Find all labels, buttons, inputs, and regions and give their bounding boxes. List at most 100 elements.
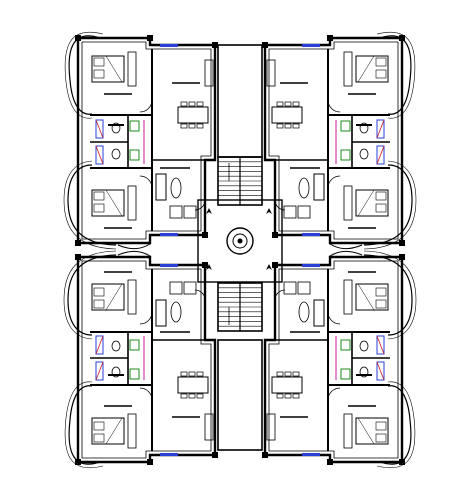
balcony-arc (329, 250, 363, 257)
kitchen-counter (204, 413, 214, 441)
dining-chair (196, 123, 204, 129)
column (262, 42, 268, 48)
column (272, 232, 278, 238)
pillow (375, 69, 387, 79)
balcony-arc (363, 250, 417, 340)
apartment-units (63, 32, 417, 468)
balcony-arc (117, 250, 151, 257)
balcony-arc (376, 32, 416, 119)
planter (206, 264, 212, 270)
column (327, 459, 333, 465)
circular-lobby-center (237, 238, 243, 244)
armchair (183, 281, 197, 295)
dining-chair (196, 101, 204, 107)
corridor (217, 44, 263, 158)
balcony-arc (329, 243, 363, 250)
unit-bottom-right (262, 250, 417, 468)
bed-sheet (105, 189, 123, 217)
column (75, 240, 81, 246)
bed (91, 417, 125, 445)
shower-mark (376, 145, 385, 165)
door-swing (139, 311, 153, 325)
pillow (375, 421, 387, 431)
bed-sheet (105, 55, 123, 83)
column (327, 35, 333, 41)
wardrobe (343, 185, 353, 221)
coffee-table (298, 177, 310, 199)
column (75, 459, 81, 465)
balcony-arc (63, 250, 117, 340)
door-swing (274, 199, 286, 211)
room-label-bar (356, 374, 372, 376)
toilet (111, 366, 121, 378)
coffee-table (170, 177, 182, 199)
circular-lobby-inner (232, 233, 248, 249)
balcony-arc (117, 243, 151, 250)
balcony-arc (363, 164, 413, 246)
bed-sheet (357, 283, 375, 311)
shower-mark (95, 119, 104, 139)
dining-table (271, 106, 303, 124)
armchair (169, 205, 183, 219)
wardrobe (127, 279, 137, 315)
bed-sheet (357, 189, 375, 217)
balcony-arc (363, 254, 413, 336)
door-swing (139, 387, 153, 401)
room-label-bar (356, 124, 372, 126)
washbasin (129, 149, 140, 161)
washbasin (340, 339, 351, 351)
bathtub (95, 361, 104, 381)
pillow (375, 203, 387, 213)
pillow (375, 433, 387, 443)
column (147, 459, 153, 465)
balcony-arc (67, 164, 117, 246)
dining-chair (292, 123, 300, 129)
armchair (283, 205, 297, 219)
column (399, 254, 405, 260)
kitchen-counter (204, 59, 214, 87)
dining-chair (188, 371, 196, 377)
dining-table (271, 376, 303, 394)
bathtub (95, 335, 104, 355)
washbasin (129, 368, 140, 380)
pillow (375, 299, 387, 309)
door-swing (327, 175, 341, 189)
door-swing (139, 175, 153, 189)
shower-mark (95, 145, 104, 165)
dining-chair (292, 371, 300, 377)
wardrobe (343, 413, 353, 449)
shower-mark (376, 119, 385, 139)
balcony-arc (64, 381, 104, 468)
dining-chair (284, 123, 292, 129)
balcony-arc (64, 32, 104, 119)
bathtub (95, 145, 104, 165)
column (75, 254, 81, 260)
bathtub (376, 119, 385, 139)
pillow (93, 203, 105, 213)
door-swing (194, 199, 206, 211)
kitchen-counter (266, 413, 276, 441)
column (399, 240, 405, 246)
dining-chair (284, 101, 292, 107)
toilet (359, 340, 369, 352)
dining-chair (276, 393, 284, 399)
toilet (111, 148, 121, 160)
balcony-arc (379, 35, 412, 115)
armchair (297, 281, 311, 295)
toilet (359, 366, 369, 378)
dining-chair (292, 101, 300, 107)
shower-mark (376, 335, 385, 355)
dining-chair (276, 371, 284, 377)
toilet (359, 148, 369, 160)
pillow (93, 433, 105, 443)
bed (91, 55, 125, 83)
window-marker (160, 44, 178, 47)
window-marker (302, 44, 320, 47)
toilet (111, 122, 121, 134)
column (212, 452, 218, 458)
kitchen-counter (266, 59, 276, 87)
window-marker (160, 233, 178, 236)
armchair (283, 281, 297, 295)
pillow (93, 191, 105, 201)
